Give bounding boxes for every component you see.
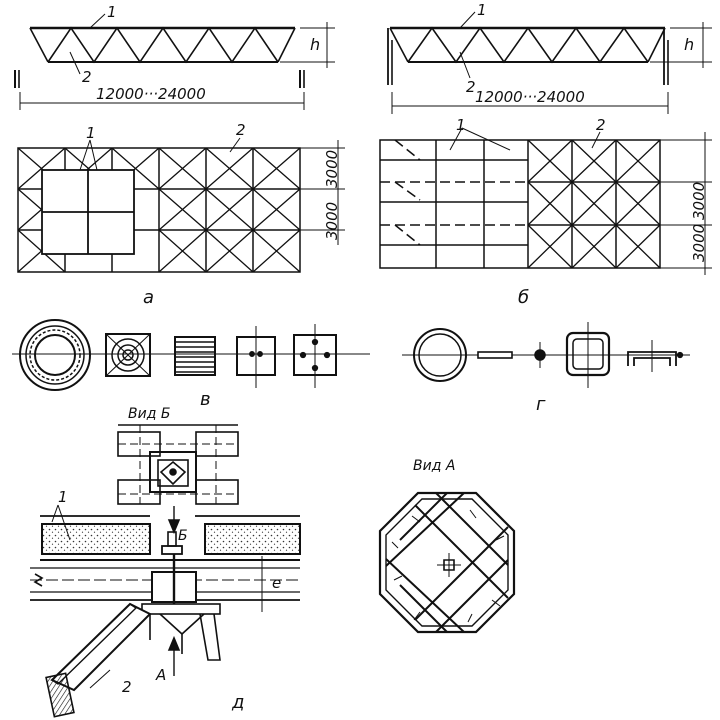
truss-elevation-b xyxy=(387,11,712,114)
plan-grid-b xyxy=(379,127,712,275)
span-label-b: 12000···24000 xyxy=(475,88,585,106)
panel-letter-a: а xyxy=(143,287,154,308)
truss-elevation-a xyxy=(14,13,335,110)
mark-1-a-top: 1 xyxy=(107,3,117,21)
arrow-label-a: А xyxy=(155,666,166,684)
mark-1-d: 1 xyxy=(58,488,68,506)
panel-letter-v: в xyxy=(200,389,211,410)
dim-3000-a-bottom: 3000 xyxy=(323,202,341,240)
node-section-d xyxy=(30,504,301,718)
mark-2-a-plan: 2 xyxy=(236,121,246,139)
span-label-a: 12000···24000 xyxy=(96,85,206,103)
height-mark-b: h xyxy=(684,35,694,54)
mark-2-a-top: 2 xyxy=(82,68,92,86)
sections-g xyxy=(402,322,690,388)
plan-grid-a xyxy=(17,137,345,273)
mark-1-b-plan: 1 xyxy=(456,116,466,134)
panel-letter-g: г xyxy=(536,394,546,415)
mark-1-a-plan: 1 xyxy=(86,124,96,142)
view-b-title: Вид Б xyxy=(128,406,170,422)
arrow-label-b: Б xyxy=(178,528,188,544)
mark-1-b-top: 1 xyxy=(477,1,487,19)
sections-v xyxy=(12,319,370,391)
panel-letter-b: б xyxy=(518,287,529,308)
dim-3000-b-top: 3000 xyxy=(690,182,708,220)
view-b-detail xyxy=(117,424,239,505)
view-a-octagon xyxy=(378,491,516,634)
mark-2-d: 2 xyxy=(122,678,132,696)
panel-letter-d: д xyxy=(231,692,244,713)
dim-e: е xyxy=(272,574,281,592)
dim-3000-b-bottom: 3000 xyxy=(690,224,708,262)
dim-3000-a-top: 3000 xyxy=(323,150,341,188)
mark-2-b-plan: 2 xyxy=(596,116,606,134)
view-a-title: Вид А xyxy=(413,458,455,474)
mark-2-b-top: 2 xyxy=(466,78,476,96)
height-mark-a: h xyxy=(310,35,320,54)
